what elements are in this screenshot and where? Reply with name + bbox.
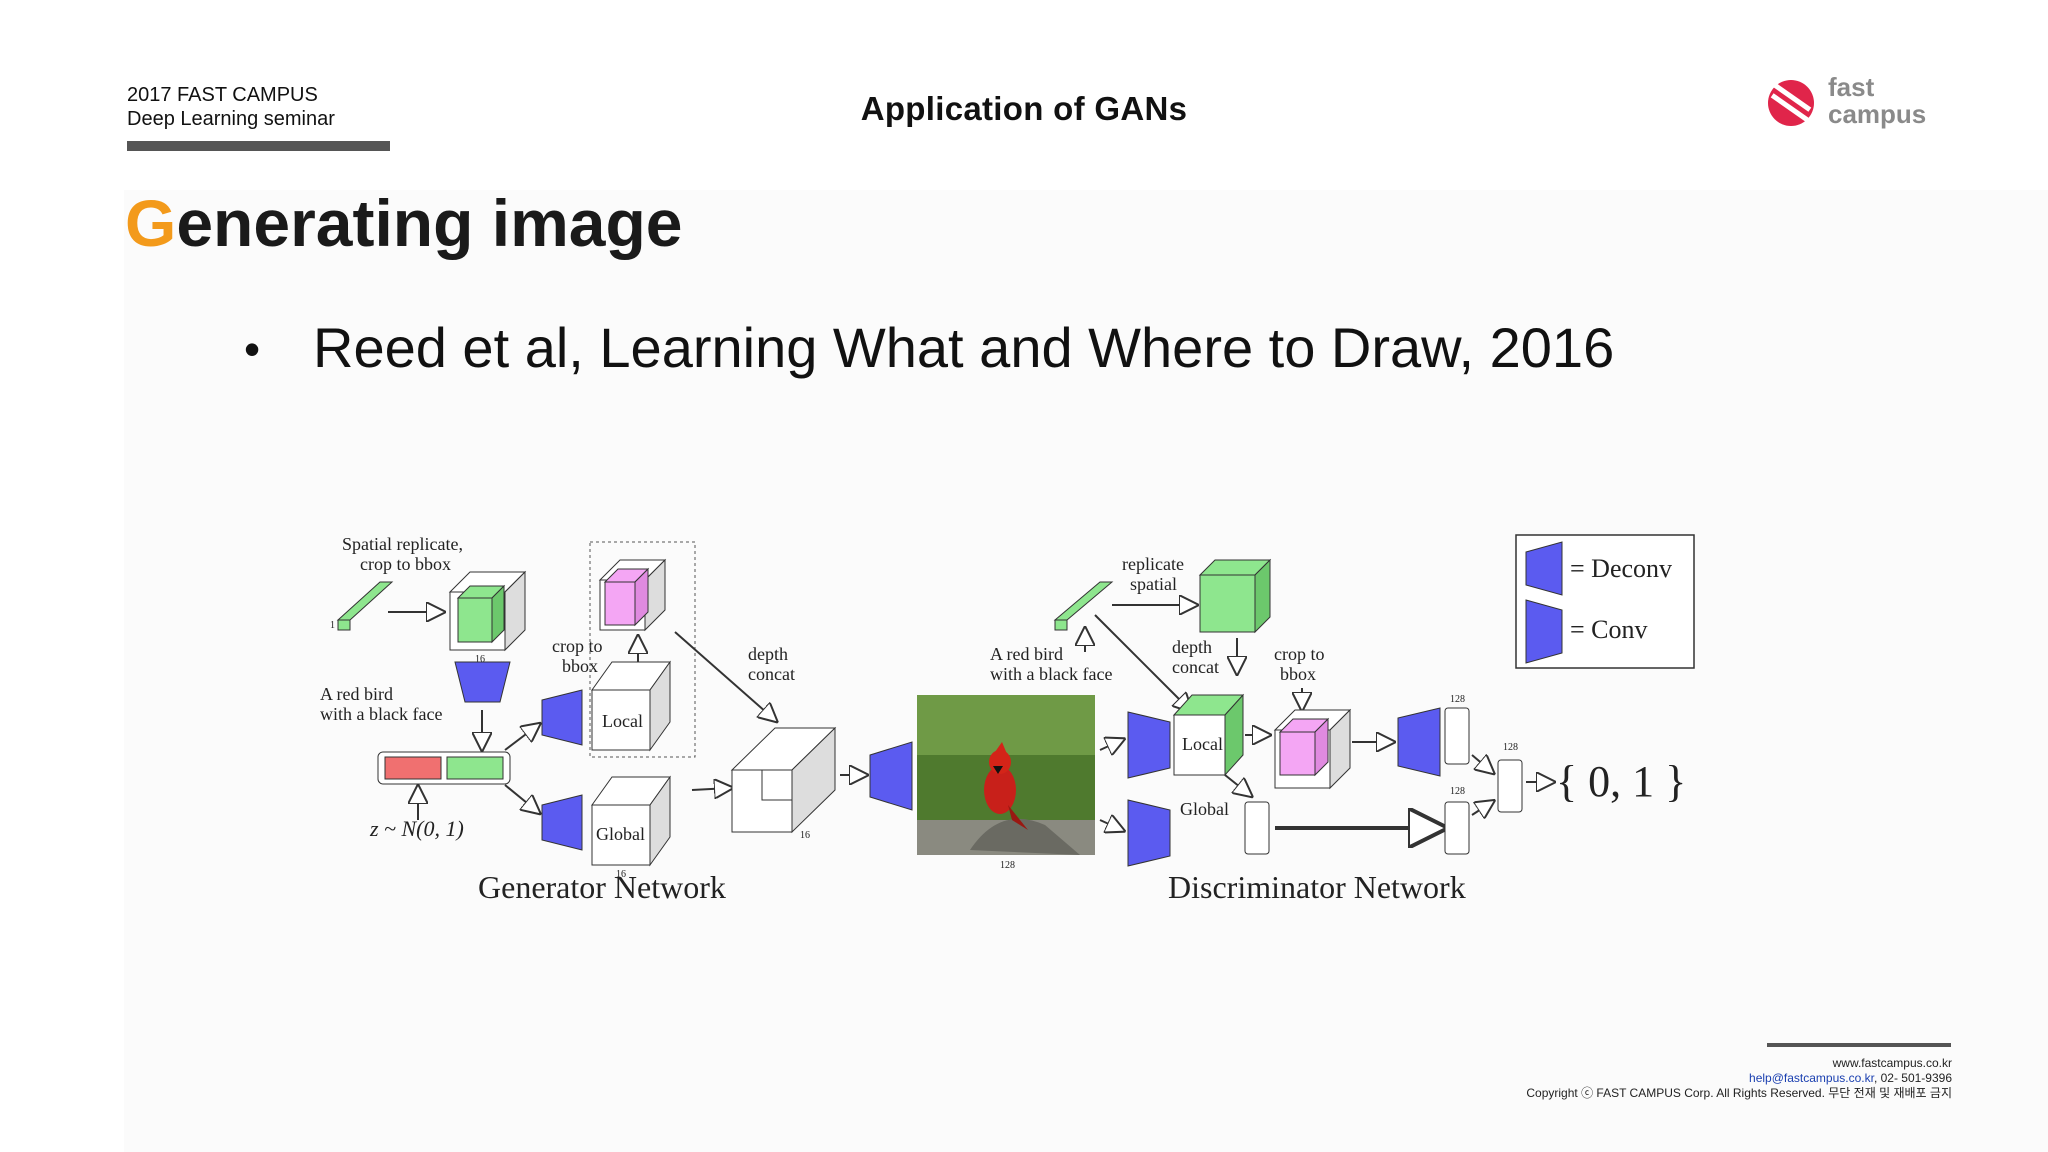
label-spatial-replicate-1: Spatial replicate, (342, 534, 463, 554)
label-global: Global (596, 824, 645, 844)
title-rest: enerating image (176, 186, 683, 260)
legend-deconv-label: = Deconv (1570, 554, 1672, 583)
disc-local-cube (1172, 693, 1245, 777)
logo-wordmark: fast campus (1828, 74, 1926, 128)
label-disc-text-1: A red bird (990, 644, 1063, 664)
label-disc-depth-2: concat (1172, 657, 1219, 677)
global-feature-block-2 (1444, 801, 1470, 855)
text-embedding-bar (1053, 581, 1114, 631)
arrow (1224, 774, 1250, 795)
header-underline (127, 141, 390, 151)
legend-conv-label: = Conv (1570, 615, 1648, 644)
arrow (1471, 755, 1492, 772)
arrow (504, 725, 538, 751)
seminar-line-1: 2017 FAST CAMPUS (127, 84, 318, 106)
generated-bird-image (917, 695, 1095, 855)
arrow (1099, 820, 1122, 830)
deconv-block-icon (541, 689, 583, 746)
label-crop-1: crop to (552, 636, 602, 656)
arrow (504, 784, 538, 812)
label-crop-2: bbox (562, 656, 598, 676)
conv-block-icon (1127, 711, 1171, 779)
footer-website[interactable]: www.fastcampus.co.kr (1832, 1056, 1952, 1070)
concat-cube (730, 726, 837, 834)
logo-mark-icon (1768, 80, 1814, 126)
label-depth-1: depth (748, 644, 788, 664)
arrow (674, 631, 775, 720)
label-spatial-replicate-2: crop to bbox (360, 554, 451, 574)
conv-block-icon (1397, 707, 1441, 777)
dim-label: 128 (1450, 786, 1465, 797)
arrow (1471, 802, 1492, 815)
content-area (124, 190, 2048, 1152)
dim-label: 16 (475, 654, 485, 665)
text-embedding-bar (336, 581, 394, 631)
label-local: Local (602, 711, 643, 731)
replicated-green-cube (1198, 558, 1272, 634)
label-text-description-1: A red bird (320, 684, 393, 704)
footer-divider (1767, 1043, 1951, 1047)
replicated-cube (448, 570, 527, 652)
dim-label: 128 (1450, 694, 1465, 705)
final-feature-block (1497, 759, 1523, 813)
label-disc-crop-1: crop to (1274, 644, 1324, 664)
arrow (691, 788, 730, 790)
global-feature-block (1244, 801, 1270, 855)
footer-phone: , 02- 501-9396 (1873, 1071, 1952, 1085)
footer: www.fastcampus.co.kr help@fastcampus.co.… (1526, 1056, 1952, 1101)
legend-deconv-icon (1525, 541, 1563, 596)
local-feature-block (1444, 707, 1470, 765)
footer-copyright: Copyright ⓒ FAST CAMPUS Corp. All Rights… (1526, 1086, 1952, 1100)
bullet-icon: • (244, 323, 261, 375)
arrow (1099, 740, 1122, 750)
seminar-label: 2017 FAST CAMPUS Deep Learning seminar (127, 83, 335, 131)
footer-email-link[interactable]: help@fastcampus.co.kr (1749, 1071, 1874, 1085)
label-depth-2: concat (748, 664, 795, 684)
deconv-block-icon (869, 741, 913, 811)
seminar-line-2: Deep Learning seminar (127, 108, 335, 130)
label-disc-crop-2: bbox (1280, 664, 1316, 684)
local-crop-cube (598, 558, 667, 632)
gan-architecture-diagram: Spatial replicate, crop to bbox 1 16 A r… (320, 534, 1695, 905)
label-disc-global: Global (1180, 799, 1229, 819)
label-disc-local: Local (1182, 734, 1223, 754)
dim-label: 128 (1000, 860, 1015, 871)
disc-crop-cube (1273, 708, 1352, 790)
local-cube (591, 660, 671, 752)
deconv-block-icon (541, 794, 583, 851)
fastcampus-logo: fast campus (1768, 74, 1938, 134)
footer-contact: help@fastcampus.co.kr, 02- 501-9396 (1526, 1071, 1952, 1086)
bullet-text: Reed et al, Learning What and Where to D… (313, 316, 1615, 379)
arrow (1094, 614, 1190, 710)
legend: = Deconv = Conv (1515, 534, 1695, 669)
label-text-description-2: with a black face (320, 704, 442, 724)
logo-line-1: fast (1828, 72, 1875, 102)
logo-line-2: campus (1828, 99, 1927, 129)
label-disc-depth-1: depth (1172, 637, 1212, 657)
dim-label: 128 (1503, 742, 1518, 753)
dim-label: 1 (330, 620, 335, 631)
latent-vector (377, 751, 511, 785)
legend-conv-icon (1525, 599, 1563, 664)
label-replicate-1: replicate (1122, 554, 1184, 574)
discriminator-network-title: Discriminator Network (1168, 869, 1466, 905)
label-disc-text-2: with a black face (990, 664, 1112, 684)
generator-network-title: Generator Network (478, 869, 726, 905)
label-replicate-2: spatial (1130, 574, 1177, 594)
conv-block-icon (1127, 799, 1171, 867)
header-title: Application of GANs (860, 90, 1188, 127)
dim-label: 16 (616, 869, 626, 880)
conv-block-icon (454, 661, 511, 703)
dim-label: 16 (800, 830, 810, 841)
title-initial: G (125, 186, 177, 260)
output-label: { 0, 1 } (1556, 757, 1686, 806)
slide-title: Generating image (125, 185, 683, 261)
label-noise: z ~ N(0, 1) (369, 816, 464, 841)
global-cube (591, 775, 671, 867)
